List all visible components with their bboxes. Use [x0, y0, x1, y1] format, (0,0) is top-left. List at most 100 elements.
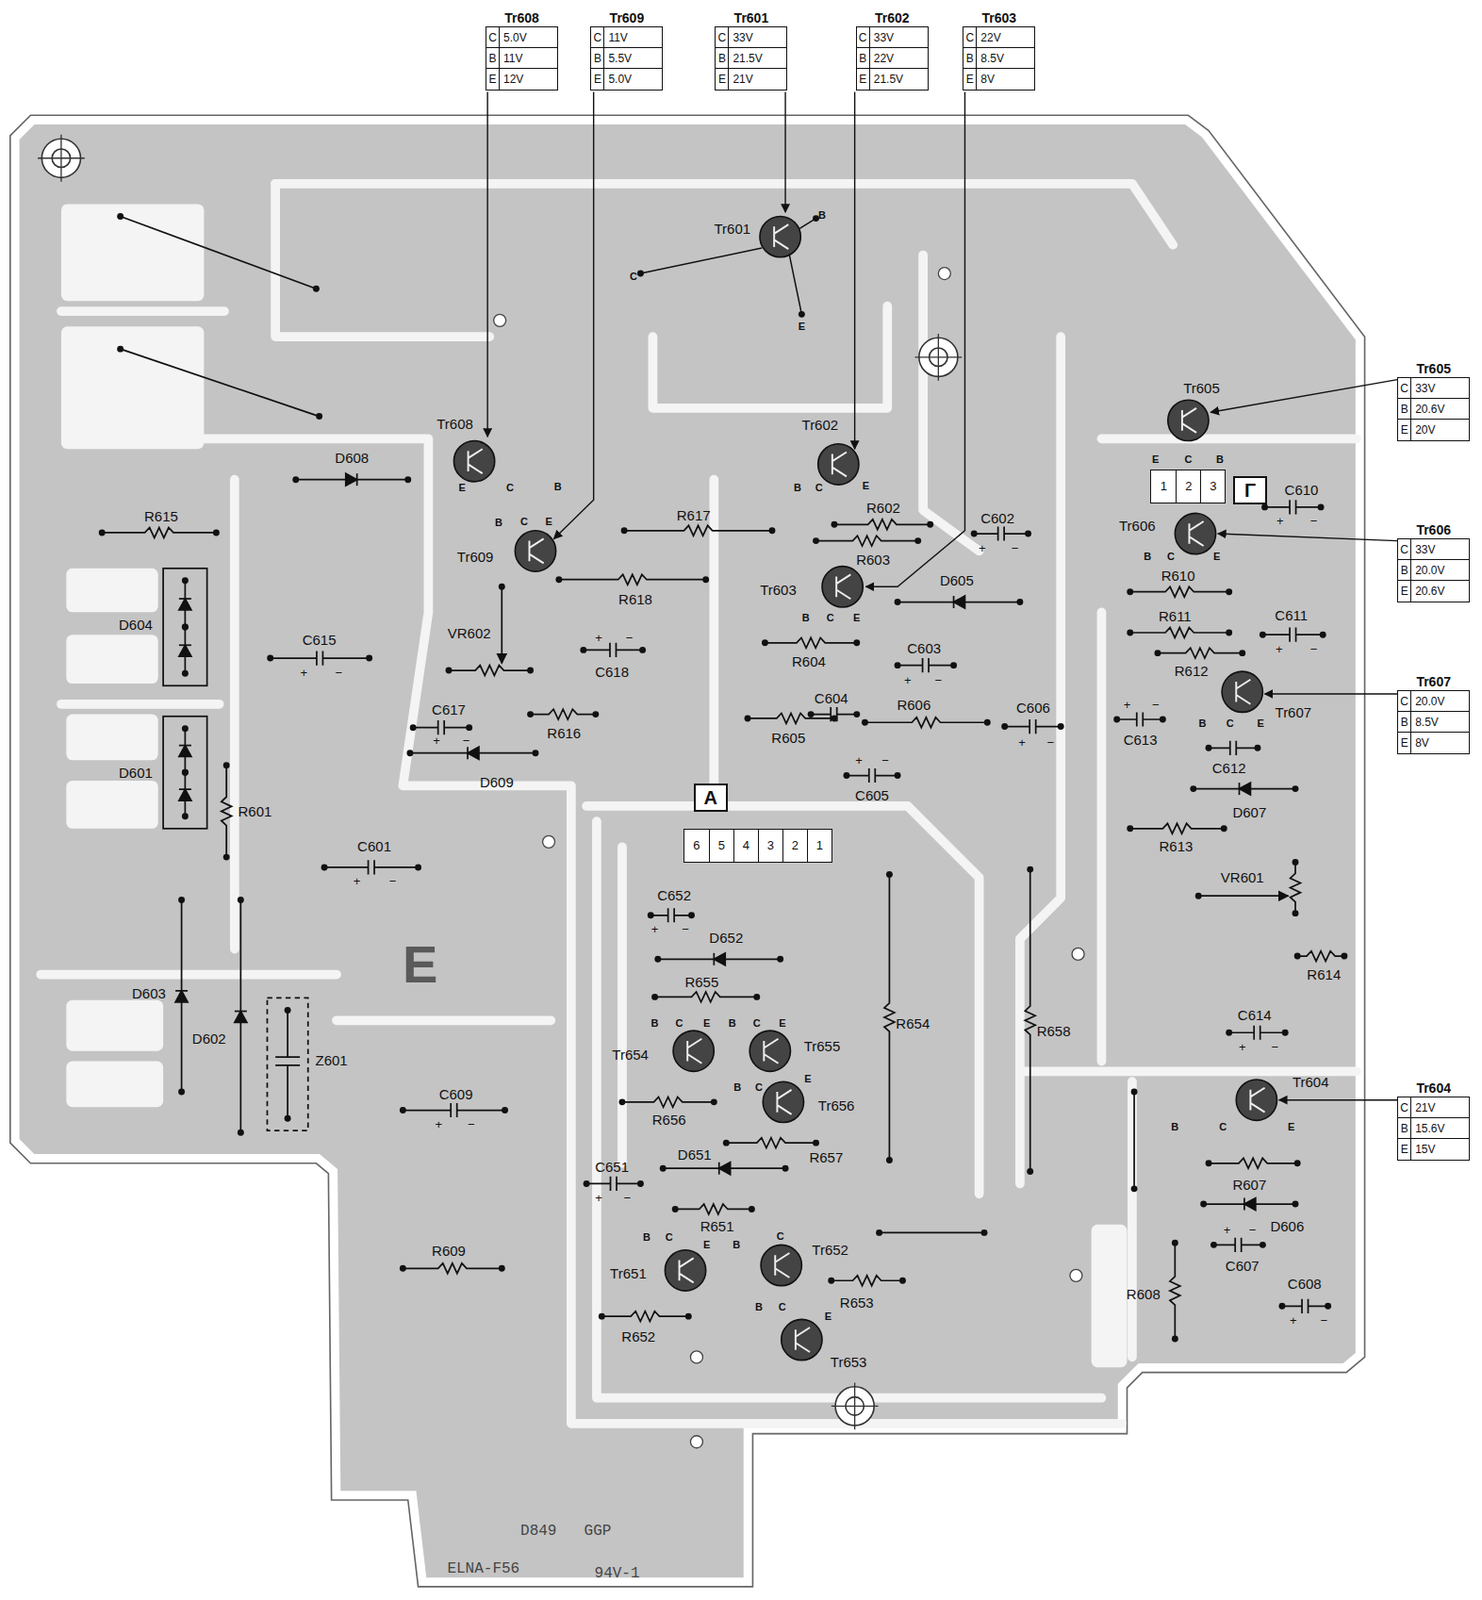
pin-letter: E [486, 68, 500, 90]
filter-symbol [275, 1009, 300, 1119]
pin-letter: E [703, 1238, 710, 1250]
drill-hole [690, 1350, 703, 1364]
pin-letter: C [753, 1018, 761, 1029]
pad-area [61, 203, 204, 301]
part-label: D651 [677, 1146, 712, 1161]
drill-hole [690, 1435, 703, 1449]
solder-dot [981, 1229, 988, 1236]
transistor-symbol [1221, 671, 1263, 712]
pin-letter: E [1398, 1138, 1412, 1160]
part-label: R651 [700, 1218, 735, 1234]
transistor-mark [1250, 1087, 1265, 1113]
resistor-symbol [834, 519, 931, 530]
solder-dot [1317, 503, 1325, 511]
polarity-mark: − [1047, 735, 1055, 748]
transistor-mark [795, 1327, 810, 1352]
board-copper [10, 115, 1366, 1587]
part-label: Tr602 [802, 417, 840, 432]
voltage-value: 8.5V [1411, 711, 1469, 733]
polarity-mark: − [1310, 513, 1318, 527]
part-label: R654 [895, 1016, 930, 1031]
solder-dot [926, 521, 934, 528]
table-title: Tr608 [485, 9, 559, 27]
part-label: Tr605 [1183, 380, 1220, 396]
solder-dot [971, 530, 978, 538]
resistor-symbol [1297, 951, 1345, 962]
voltage-value: 33V [870, 27, 928, 49]
trace-gap [586, 806, 980, 1194]
diode-bar [179, 788, 192, 791]
leader-line [784, 91, 786, 213]
solder-dot [894, 661, 902, 669]
pin-letter: E [853, 611, 860, 623]
table-title: Tr609 [590, 9, 663, 27]
part-label: Tr651 [609, 1266, 647, 1281]
table-title: Tr604 [1397, 1079, 1470, 1097]
solder-dot [1001, 723, 1008, 730]
diode-symbol [234, 1011, 247, 1023]
pin-letter: E [703, 1018, 710, 1029]
voltage-value: 15V [1411, 1138, 1469, 1160]
transistor-symbol [762, 1081, 804, 1122]
transistor-body [514, 530, 556, 572]
pin-letter: C [675, 1018, 684, 1029]
diode-bar [1243, 1198, 1246, 1211]
transistor-mark [763, 1038, 778, 1064]
solder-dot [266, 655, 274, 662]
part-label: Tr606 [1119, 518, 1156, 533]
potentiometer-wiper [500, 586, 503, 663]
part-label: Tr604 [1292, 1073, 1330, 1088]
solder-dot [1200, 1201, 1207, 1208]
solder-dot [1225, 629, 1233, 637]
solder-dot [181, 769, 189, 776]
polarity-mark: − [1320, 1313, 1329, 1326]
pin-letter: B [554, 481, 562, 493]
capacitor-symbol [402, 1103, 505, 1118]
table-title: Tr601 [714, 9, 788, 27]
diode-bar [356, 473, 359, 486]
part-label: Tr655 [804, 1037, 841, 1053]
solder-dot [1195, 892, 1203, 900]
transistor-symbol [514, 530, 556, 572]
solder-dot [688, 911, 695, 919]
solder-dot [237, 1129, 245, 1137]
board-marking: D849 [520, 1523, 557, 1539]
capacitor-symbol [1265, 499, 1322, 514]
transistor-mark [1188, 521, 1203, 546]
pin-letter: B [818, 210, 826, 221]
diode-bar [179, 744, 192, 747]
diode-symbol [719, 1162, 731, 1175]
solder-dot [651, 993, 659, 1001]
solder-dot [1319, 631, 1327, 639]
voltage-table: Tr604C21VB15.6VE15V [1397, 1079, 1470, 1161]
trace-gap [922, 255, 980, 552]
polarity-mark: − [467, 1118, 476, 1131]
pin-letter: C [1218, 1121, 1227, 1133]
voltage-value: 21.5V [728, 48, 787, 69]
pin-letter: E [544, 515, 552, 527]
trace-gap [230, 479, 240, 950]
pin-letter: C [776, 1231, 785, 1242]
solder-dot [1220, 824, 1228, 832]
pin-letter: C [665, 1232, 674, 1243]
trace-gap [708, 479, 719, 797]
resistor-symbol [559, 574, 707, 585]
transistor-symbol [818, 444, 859, 485]
voltage-table: Tr606C33VB20.0VE20.6V [1397, 521, 1470, 603]
diode-symbol [1239, 782, 1252, 795]
trace-gap [1101, 434, 1356, 445]
part-label: R615 [144, 509, 179, 524]
pin-letter: B [1170, 1121, 1179, 1133]
solder-dot [315, 412, 323, 420]
solder-dot [1292, 909, 1300, 917]
voltage-value: 22V [976, 27, 1035, 49]
voltage-table: Tr603C22VB8.5VE8V [962, 9, 1036, 91]
part-label: R616 [546, 724, 581, 740]
part-label: R655 [684, 973, 719, 988]
transistor-mark [679, 1257, 694, 1283]
pin-letter: E [715, 68, 729, 90]
diode-bar [175, 989, 188, 992]
solder-dot [414, 863, 422, 871]
resistor-symbol [1157, 647, 1243, 659]
transistor-symbol [1174, 512, 1216, 554]
